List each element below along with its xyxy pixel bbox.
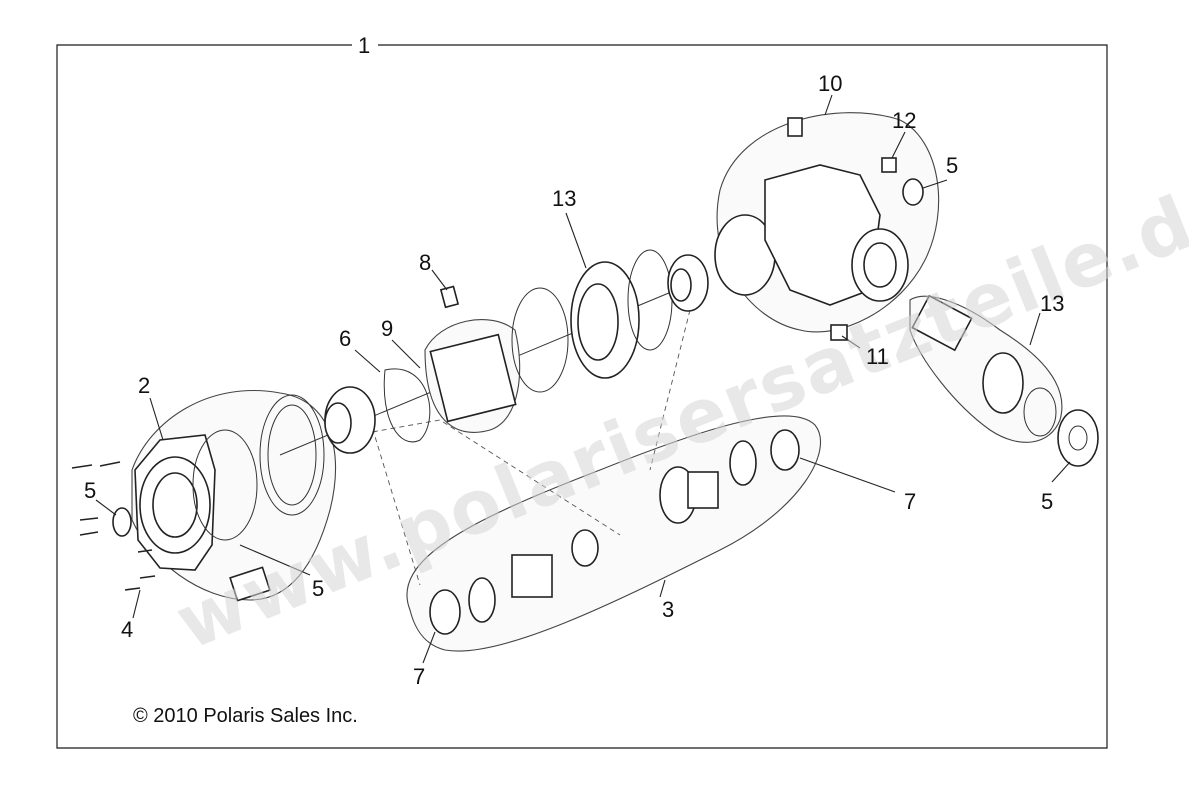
- bushing-lower: [571, 529, 599, 567]
- bearing-7-lower: [429, 589, 461, 635]
- seal-5-right: [1057, 409, 1099, 467]
- output-shaft-assembly: [909, 294, 1099, 467]
- callout-7-lower: 7: [413, 664, 425, 689]
- rear-housing-port-inner: [863, 242, 897, 288]
- phantom-line-3: [649, 309, 691, 471]
- callout-7-right: 7: [904, 489, 916, 514]
- plug-12: [881, 157, 897, 173]
- seal-5-right-bore: [1068, 425, 1088, 451]
- seal-left: [112, 507, 132, 537]
- callout-10: 10: [818, 71, 842, 96]
- bearing-7-upper: [770, 429, 800, 471]
- vent-fitting: [787, 117, 803, 137]
- callout-5-lower-right: 5: [1041, 489, 1053, 514]
- front-housing-assembly: [71, 389, 337, 602]
- callout-labels: 1 2 3 4 5 5 5 5 6 7 7 8 9 10 11 12 13 13: [84, 33, 1064, 689]
- bearing-left-bore: [324, 402, 352, 444]
- rear-housing-assembly: [714, 112, 940, 341]
- callout-4: 4: [121, 617, 133, 642]
- gasket-6: [383, 368, 431, 443]
- race-lower: [468, 577, 496, 623]
- roller-cage-9: [429, 333, 517, 423]
- leader-lines: [95, 94, 1071, 664]
- callout-13-center: 13: [552, 186, 576, 211]
- callout-3: 3: [662, 597, 674, 622]
- callout-5-bottom: 5: [312, 576, 324, 601]
- callout-13-right: 13: [1040, 291, 1064, 316]
- callout-5-upper-right: 5: [946, 153, 958, 178]
- bearing-group-assembly: [406, 415, 821, 652]
- phantom-line-2: [369, 419, 421, 586]
- screws: [71, 461, 156, 591]
- armature-plate: [511, 287, 569, 393]
- callout-9: 9: [381, 316, 393, 341]
- ring-gear-13-bore: [577, 283, 619, 361]
- race-upper: [729, 440, 757, 486]
- diagram-frame: [56, 44, 1108, 749]
- snap-ring: [1023, 387, 1057, 437]
- housing-gasket: [192, 429, 258, 541]
- callout-12: 12: [892, 108, 916, 133]
- center-parts: [279, 249, 709, 586]
- copyright-text: © 2010 Polaris Sales Inc.: [133, 705, 358, 727]
- phantom-line-1: [354, 419, 621, 536]
- callout-2: 2: [138, 373, 150, 398]
- housing-inner-bore: [152, 472, 198, 538]
- output-shaft: [911, 294, 973, 352]
- callout-11: 11: [866, 344, 889, 369]
- housing-cover-ring-inner: [267, 404, 317, 506]
- housing-cover-ring: [259, 394, 325, 516]
- bearing-right-bore: [670, 268, 692, 302]
- pin-8: [439, 285, 460, 309]
- callout-1: 1: [358, 33, 370, 58]
- callout-5-left: 5: [84, 478, 96, 503]
- seal-rear: [902, 178, 924, 206]
- callout-8: 8: [419, 250, 431, 275]
- callout-6: 6: [339, 326, 351, 351]
- shaft-lower: [511, 554, 553, 598]
- coil-part: [229, 566, 271, 602]
- output-bearing: [982, 352, 1024, 414]
- shaft-upper: [687, 471, 719, 509]
